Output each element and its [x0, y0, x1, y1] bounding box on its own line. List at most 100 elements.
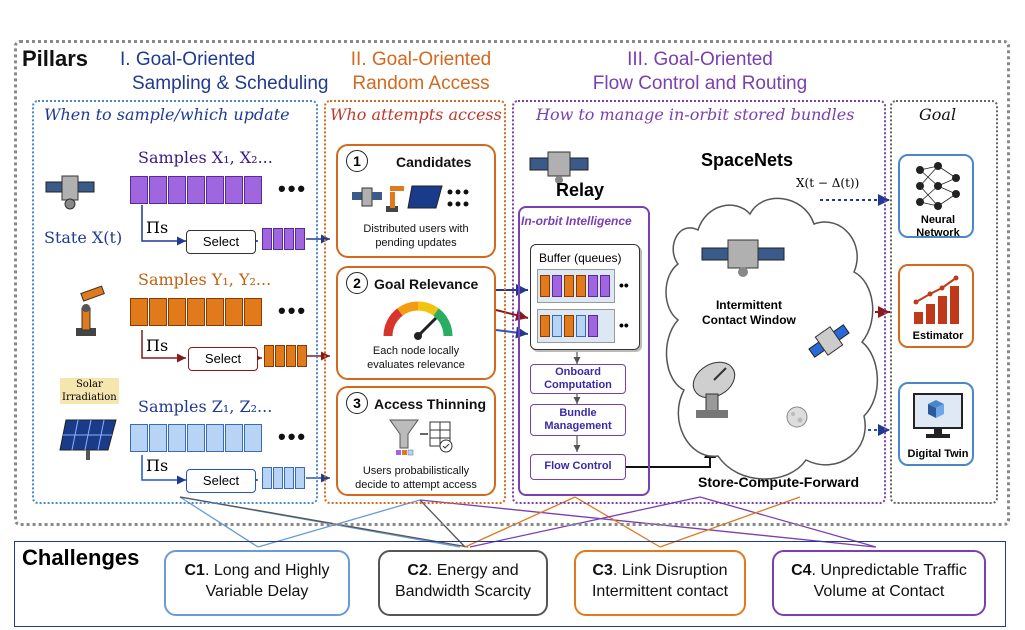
challenge-c4-card: C4. Unpredictable Traffic Volume at Cont…	[772, 550, 986, 616]
in-orbit-intelligence-label: In-orbit Intelligence	[521, 214, 632, 228]
selected-cube	[284, 228, 294, 250]
policy-label-2: Πs	[146, 336, 169, 355]
access-thinning-desc: Users probabilistically decide to attemp…	[338, 464, 494, 492]
candidates-desc-line-1: Distributed users with	[363, 223, 469, 235]
challenge-c3-card: C3. Link Disruption Intermittent contact	[574, 550, 746, 616]
relevance-desc-line-1: Each node locally	[372, 345, 460, 357]
sample-cube	[225, 298, 243, 326]
bundle-line-2: Management	[544, 420, 612, 432]
buffer-ellipsis-2: ••	[619, 317, 629, 333]
buffer-cube	[540, 315, 550, 337]
sample-cube	[168, 424, 186, 452]
onboard-computation-box: Onboard Computation	[530, 364, 626, 394]
sample-cube	[244, 176, 262, 204]
flow-control-section	[512, 100, 886, 504]
buffer-cube	[588, 275, 598, 297]
sample-cube	[130, 176, 148, 204]
thinning-desc-line-2: decide to attempt access	[355, 479, 477, 491]
pillar-2-line-1: II. Goal-Oriented	[350, 49, 492, 70]
spacenets-satellite-icon	[700, 232, 786, 278]
select-button-y[interactable]: Select	[188, 347, 258, 371]
spacenets-label: SpaceNets	[701, 150, 794, 170]
samples-y-label: Samples Y₁, Y₂...	[138, 270, 272, 289]
sample-cube	[168, 176, 186, 204]
sample-cube	[168, 298, 186, 326]
sample-cube	[130, 298, 148, 326]
state-label: State X(t)	[44, 228, 123, 247]
buffer-label: Buffer (queues)	[539, 251, 622, 265]
selected-cube	[295, 467, 305, 489]
candidates-title: Candidates	[396, 154, 472, 170]
buffer-cube	[600, 275, 610, 297]
pillar-1-line-1: I. Goal-Oriented	[120, 49, 256, 70]
solar-panel-icon	[58, 416, 120, 462]
buffer-cube	[576, 275, 586, 297]
c2-line-1: C2. Energy and	[380, 560, 546, 581]
estimator-chart-icon	[910, 272, 966, 326]
neural-network-card: Neural Network	[898, 154, 976, 240]
solar-irradiation-label: Solar Irradiation	[60, 378, 119, 404]
c4-text-1: . Unpredictable Traffic	[811, 562, 967, 579]
pillars-frame	[14, 40, 1010, 526]
neural-line-1: Neural	[920, 214, 956, 226]
sample-cube	[187, 424, 205, 452]
random-access-section	[324, 100, 506, 504]
sample-cube	[149, 176, 167, 204]
policy-label-3: Πs	[146, 456, 169, 475]
step-2-badge: 2	[346, 272, 368, 294]
goal-relevance-card: 2 Goal Relevance Each node locally evalu…	[336, 266, 496, 380]
goal-section-header: Goal	[919, 105, 957, 124]
challenges-bar	[14, 541, 1006, 627]
robot-arm-icon	[66, 282, 106, 338]
buffer-cube	[552, 315, 562, 337]
estimator-card: Estimator	[898, 264, 974, 348]
thinning-desc-line-1: Users probabilistically	[362, 465, 470, 477]
selected-cube	[286, 345, 296, 367]
relay-label: Relay	[556, 180, 605, 200]
pillar-3-line-1: III. Goal-Oriented	[627, 49, 773, 70]
c1-id: C1	[184, 562, 205, 579]
goal-relevance-title: Goal Relevance	[374, 276, 479, 292]
spacenets-cloud	[658, 160, 884, 500]
buffer-cube	[576, 315, 586, 337]
random-access-section-header: Who attempts access	[330, 105, 502, 124]
selected-cube	[284, 467, 294, 489]
sample-cube	[244, 298, 262, 326]
relevance-desc-line-2: evaluates relevance	[367, 359, 465, 371]
gauge-icon	[382, 298, 454, 340]
select-button-x[interactable]: Select	[186, 230, 256, 254]
sample-cube	[206, 424, 224, 452]
neural-network-label: Neural Network	[900, 214, 976, 240]
selected-cube	[295, 228, 305, 250]
sampling-section	[32, 100, 318, 504]
goal-relevance-desc: Each node locally evaluates relevance	[338, 344, 494, 372]
step-3-badge: 3	[346, 392, 368, 414]
ellipsis-y: •••	[278, 298, 308, 323]
onboard-line-1: Onboard	[555, 366, 601, 378]
buffer-queue-1	[537, 269, 615, 303]
pillar-1-line-2: Sampling & Scheduling	[132, 73, 329, 94]
flow-control-box: Flow Control	[530, 454, 626, 480]
c4-line-1: C4. Unpredictable Traffic	[774, 560, 984, 581]
goal-section	[890, 100, 998, 504]
sample-cube	[206, 298, 224, 326]
access-thinning-title: Access Thinning	[374, 396, 487, 412]
samples-x-label: Samples X₁, X₂...	[138, 148, 273, 167]
neural-line-2: Network	[916, 227, 960, 239]
buffer-cube	[540, 275, 550, 297]
pillars-title: Pillars	[22, 46, 89, 71]
c4-line-2: Volume at Contact	[813, 583, 945, 600]
c2-text-1: . Energy and	[427, 562, 519, 579]
bundle-management-box: Bundle Management	[530, 404, 626, 436]
solar-label-line-1: Solar	[75, 379, 103, 390]
satellite-icon	[44, 168, 96, 212]
buffer-cube	[588, 315, 598, 337]
pillar-2-line-2: Random Access	[352, 73, 490, 94]
sampling-section-header: When to sample/which update	[44, 105, 290, 124]
pillar-2-heading: II. Goal-Oriented Random Access	[336, 48, 506, 96]
neural-network-icon	[914, 160, 962, 212]
buffer-cube	[564, 315, 574, 337]
sample-cube	[130, 424, 148, 452]
select-button-z[interactable]: Select	[186, 469, 256, 493]
ground-station-antenna-icon	[682, 358, 742, 420]
